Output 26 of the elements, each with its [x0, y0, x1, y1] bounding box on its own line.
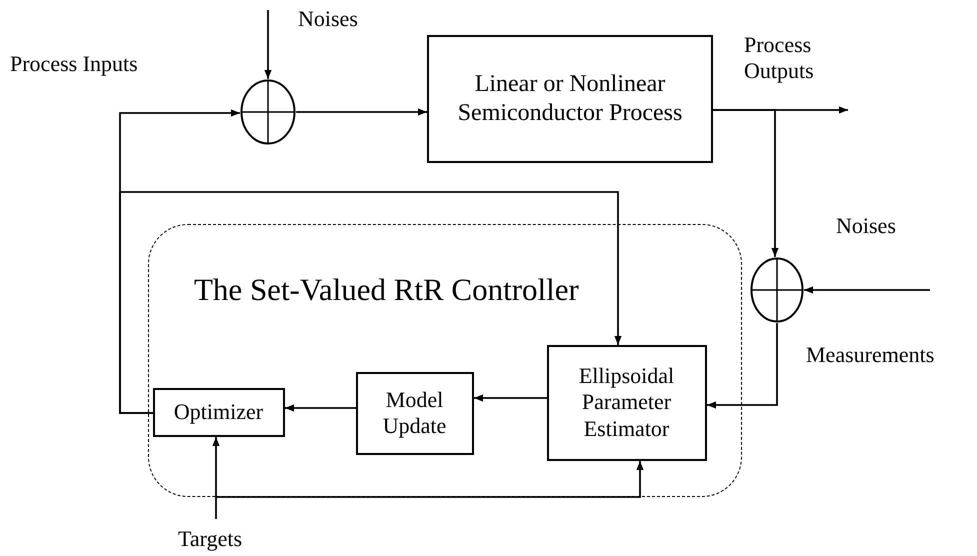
arrow	[707, 323, 778, 409]
arrow	[119, 191, 622, 414]
signal-label: Noises	[836, 213, 897, 240]
arrow	[216, 461, 644, 498]
signal-label: Measurements	[806, 342, 936, 368]
signal-label: Targets	[178, 526, 244, 552]
box-label: Linear or Nonlinear Semiconductor Process	[456, 70, 684, 128]
arrow	[804, 286, 930, 294]
process-box	[356, 372, 474, 454]
controller-group	[148, 224, 742, 497]
group-title: The Set-Valued RtR Controller	[194, 271, 579, 308]
box-label: Model Update	[382, 386, 448, 440]
signal-label: Process Inputs	[10, 51, 139, 78]
arrow	[474, 394, 547, 402]
arrow	[713, 109, 779, 257]
process-box	[427, 35, 713, 163]
arrow	[285, 404, 356, 412]
signal-label: Process Outputs	[744, 32, 815, 85]
box-label: Optimizer	[174, 398, 264, 426]
box-label: Ellipsoidal Parameter Estimator	[578, 362, 676, 442]
process-box	[546, 344, 706, 460]
arrow	[296, 108, 427, 116]
arrow	[212, 437, 220, 519]
signal-label: Noises	[298, 6, 359, 32]
process-box	[152, 388, 284, 436]
arrow	[264, 10, 272, 79]
